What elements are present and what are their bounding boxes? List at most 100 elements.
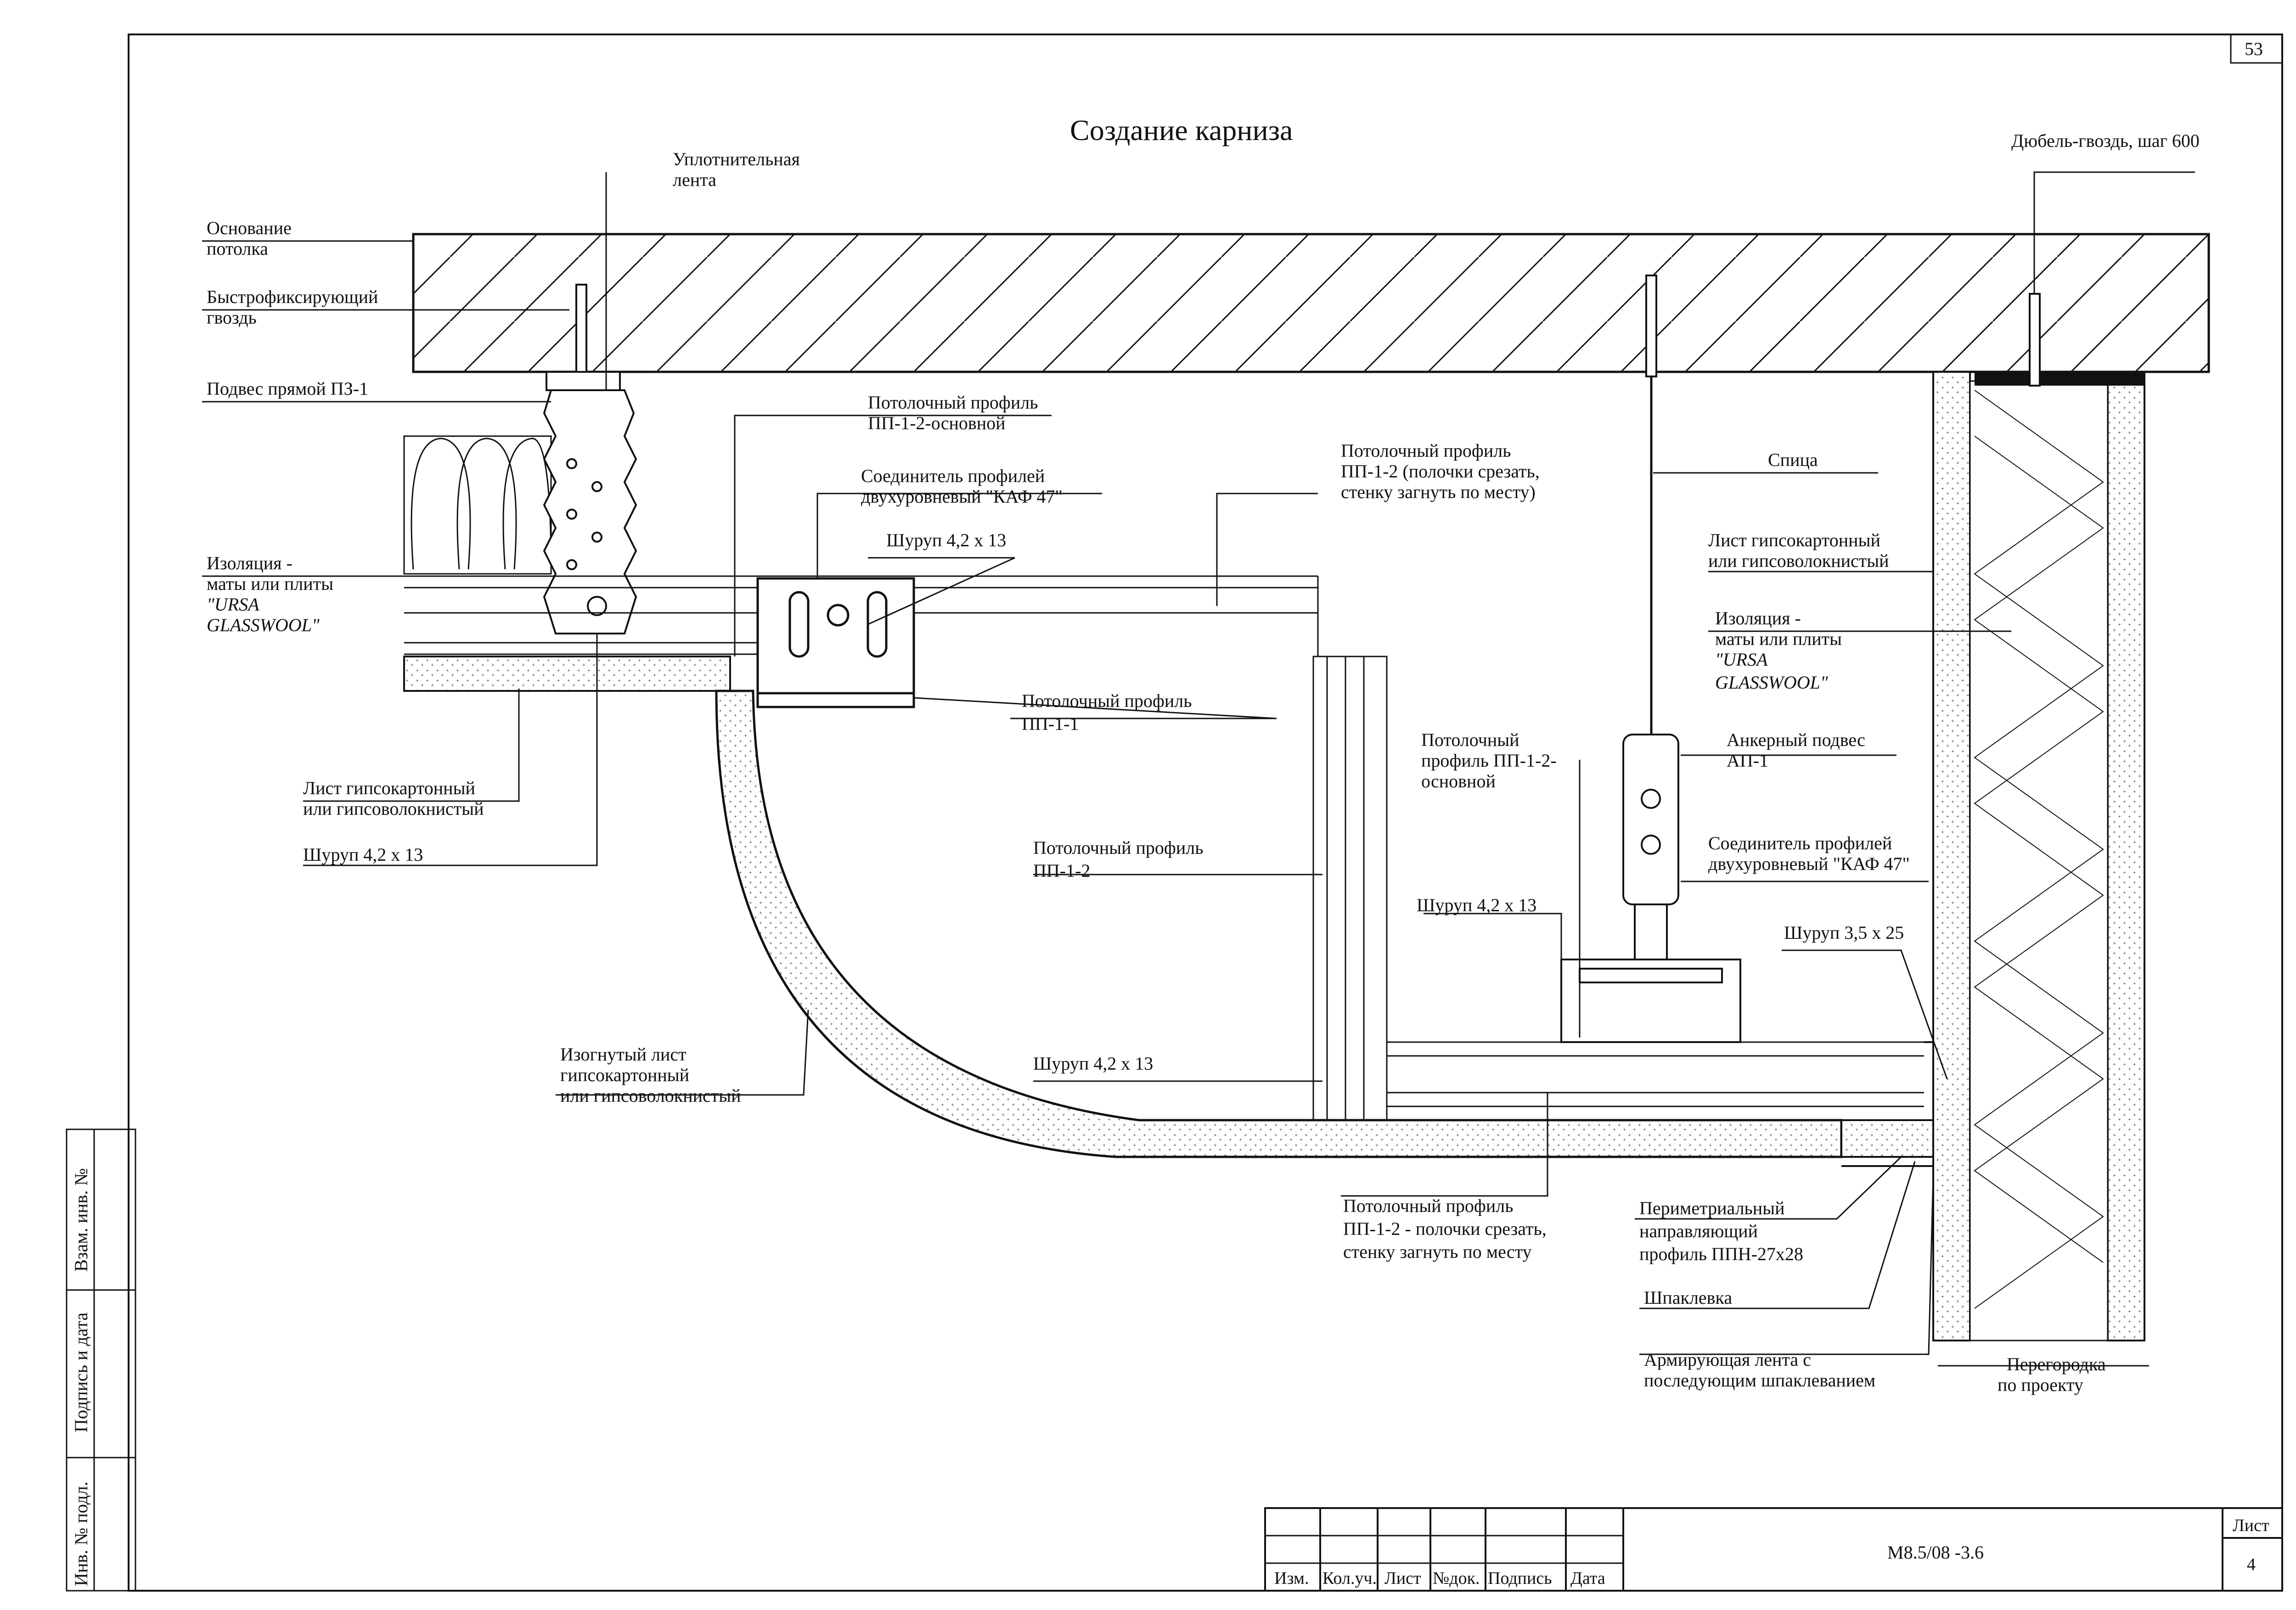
label-profile-pp12-vertical: Потолочный профиль ПП-1-2 [1033,837,1203,881]
svg-text:гипсокартонный: гипсокартонный [560,1065,689,1085]
sheet-number-top: 53 [2245,39,2263,59]
svg-text:двухуровневый "КАФ 47": двухуровневый "КАФ 47" [1708,853,1910,874]
label-screw-connector: Шуруп 4,2 х 13 [886,530,1006,550]
svg-text:Дата: Дата [1570,1569,1605,1588]
svg-text:GLASSWOOL": GLASSWOOL" [207,615,320,635]
label-spoke: Спица [1768,449,1818,470]
svg-text:Изоляция -: Изоляция - [1715,608,1801,628]
label-quick-nail: Быстрофиксирующий гвоздь [207,286,378,328]
svg-text:Лист гипсокартонный: Лист гипсокартонный [303,778,475,798]
title-block-sheet-label: Лист [2233,1516,2269,1535]
label-reinforcing-tape: Армирующая лента с последующим шпаклеван… [1644,1349,1875,1391]
svg-text:Лист: Лист [1384,1569,1421,1588]
label-putty: Шпаклевка [1644,1287,1732,1308]
svg-text:по проекту: по проекту [1998,1374,2083,1395]
svg-text:направляющий: направляющий [1639,1221,1758,1241]
label-hanger-p3: Подвес прямой ПЗ-1 [207,378,368,399]
svg-text:Потолочный профиль: Потолочный профиль [1022,690,1192,711]
svg-text:Изм.: Изм. [1274,1569,1309,1588]
label-gypsum-right: Лист гипсокартонный или гипсоволокнистый [1708,530,1889,571]
svg-text:"URSA: "URSA [1715,649,1768,670]
stamp-inv-podl: Инв. № подл. [71,1481,91,1586]
label-insulation-right: Изоляция - маты или плиты "URSA GLASSWOO… [1715,608,1842,693]
label-screw-35: Шуруп 3,5 х 25 [1784,922,1904,943]
svg-text:Кол.уч.: Кол.уч. [1322,1569,1377,1588]
svg-text:Потолочный профиль: Потолочный профиль [1033,837,1203,858]
label-screw-right: Шуруп 4,2 х 13 [1417,895,1536,915]
svg-text:основной: основной [1421,771,1496,791]
svg-text:ПП-1-1: ПП-1-1 [1022,713,1079,734]
svg-text:гвоздь: гвоздь [207,307,257,328]
ceiling-slab [412,233,2210,373]
svg-text:АП-1: АП-1 [1727,750,1768,771]
label-profile-main-top: Потолочный профиль ПП-1-2-основной [868,392,1038,433]
svg-text:Изогнутый лист: Изогнутый лист [560,1044,687,1065]
perimeter-profile-ppn [1840,1041,1934,1167]
label-connector-top: Соединитель профилей двухуровневый "КАФ … [861,466,1063,507]
title-block-columns: Изм. Кол.уч. Лист №док. Подпись Дата [1274,1569,1605,1588]
hanger-p3 [543,284,637,634]
svg-text:стенку загнуть по месту: стенку загнуть по месту [1343,1241,1532,1262]
label-screw-left: Шуруп 4,2 х 13 [303,844,423,865]
label-profile-cut-bottom: Потолочный профиль ПП-1-2 - полочки срез… [1343,1195,1547,1262]
svg-text:профиль ПП-1-2-: профиль ПП-1-2- [1421,750,1557,771]
svg-text:Соединитель профилей: Соединитель профилей [861,466,1045,486]
label-seal-tape: Уплотнительная лента [673,149,800,190]
label-profile-pp11: Потолочный профиль ПП-1-1 [1022,690,1192,734]
title-block [1264,1507,2283,1592]
label-connector-right: Соединитель профилей двухуровневый "КАФ … [1708,833,1910,874]
svg-text:или гипсоволокнистый: или гипсоволокнистый [1708,550,1889,571]
label-profile-cut-top: Потолочный профиль ПП-1-2 (полочки среза… [1341,440,1540,502]
leader-lines [202,171,2195,1367]
svg-text:лента: лента [673,169,716,190]
label-partition: Перегородка по проекту [1998,1354,2106,1395]
svg-text:Армирующая лента с: Армирующая лента с [1644,1349,1811,1370]
svg-text:Потолочный: Потолочный [1421,729,1519,750]
label-profile-main-right: Потолочный профиль ПП-1-2- основной [1421,729,1557,791]
svg-text:или гипсоволокнистый: или гипсоволокнистый [303,798,484,819]
svg-text:Лист гипсокартонный: Лист гипсокартонный [1708,530,1880,550]
drawing-title: Создание карниза [1070,114,1293,146]
stamp-vzam-inv: Взам. инв. № [71,1168,91,1272]
svg-text:ПП-1-2: ПП-1-2 [1033,860,1090,881]
label-gypsum-left: Лист гипсокартонный или гипсоволокнистый [303,778,484,819]
svg-text:Уплотнительная: Уплотнительная [673,149,800,169]
svg-text:Потолочный профиль: Потолочный профиль [1341,440,1511,461]
anchor-hanger-ap1 [1560,275,1741,1043]
svg-text:ПП-1-2-основной: ПП-1-2-основной [868,413,1006,433]
svg-text:двухуровневый "КАФ 47": двухуровневый "КАФ 47" [861,486,1063,507]
sheet-frame [128,34,2283,1592]
svg-text:Подпись: Подпись [1488,1569,1552,1588]
svg-text:профиль ППН-27х28: профиль ППН-27х28 [1639,1244,1803,1264]
svg-text:или гипсоволокнистый: или гипсоволокнистый [560,1085,741,1106]
ceiling-profile-pp12-vertical [1312,656,1388,1130]
svg-text:Периметриальный: Периметриальный [1639,1198,1784,1218]
svg-text:Основание: Основание [207,218,292,238]
insulation-left [403,435,552,575]
stamp-signature-date: Подпись и дата [71,1313,91,1432]
title-block-sheet-value: 4 [2247,1555,2256,1574]
svg-text:маты или плиты: маты или плиты [207,573,333,594]
label-bent-sheet: Изогнутый лист гипсокартонный или гипсов… [560,1044,741,1106]
label-insulation-left: Изоляция - маты или плиты "URSA GLASSWOO… [207,553,333,635]
svg-text:Быстрофиксирующий: Быстрофиксирующий [207,286,378,307]
svg-text:GLASSWOOL": GLASSWOOL" [1715,672,1828,693]
svg-text:ПП-1-2 - полочки срезать,: ПП-1-2 - полочки срезать, [1343,1218,1547,1239]
gypsum-sheet-left [403,656,731,692]
ceiling-profile-pp12-bottom [1387,1041,1924,1107]
connector-kaf47-top [756,577,915,708]
label-anchor-hanger: Анкерный подвес АП-1 [1727,729,1865,771]
svg-text:потолка: потолка [207,238,268,259]
svg-text:"URSA: "URSA [207,594,259,615]
svg-text:стенку загнуть по месту): стенку загнуть по месту) [1341,482,1536,502]
title-block-code: М8.5/08 -3.6 [1887,1542,1984,1563]
svg-text:№док.: №док. [1433,1569,1480,1588]
svg-text:Потолочный профиль: Потолочный профиль [868,392,1038,413]
svg-text:Соединитель профилей: Соединитель профилей [1708,833,1892,853]
svg-text:Потолочный профиль: Потолочный профиль [1343,1195,1513,1216]
svg-text:маты или плиты: маты или плиты [1715,628,1842,649]
label-dowel-nail: Дюбель-гвоздь, шаг 600 [2011,130,2200,151]
label-screw-bottom: Шуруп 4,2 х 13 [1033,1053,1153,1074]
svg-text:Анкерный подвес: Анкерный подвес [1727,729,1865,750]
